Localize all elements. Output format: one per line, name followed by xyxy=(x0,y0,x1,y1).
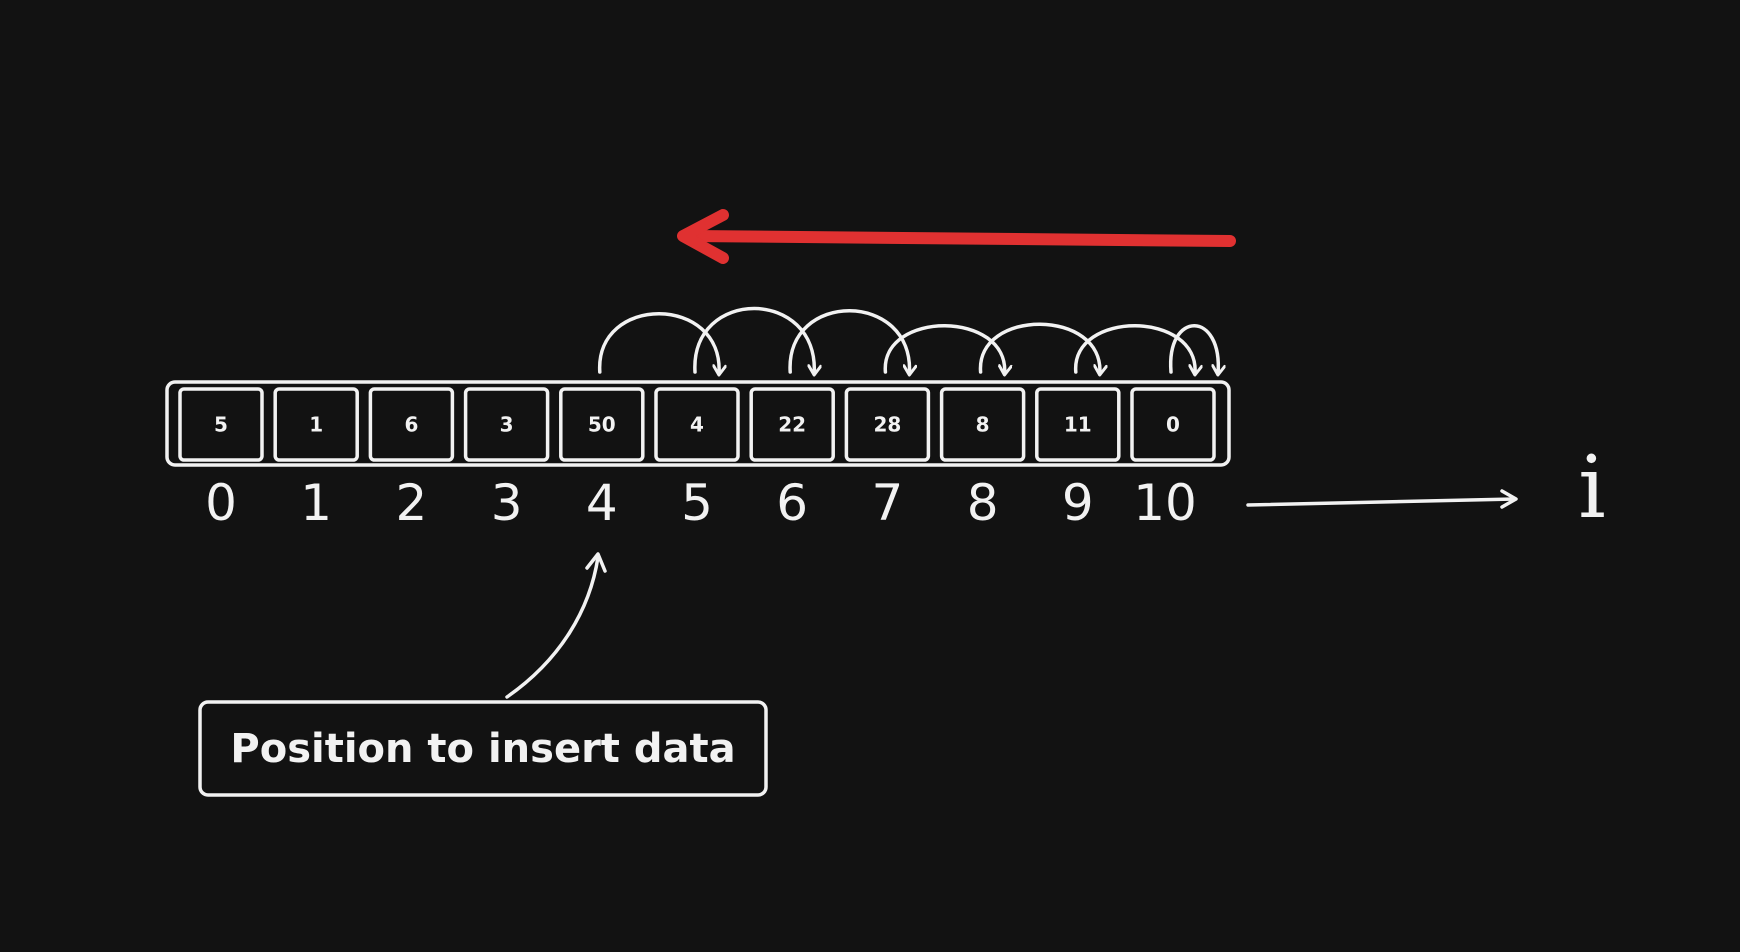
array-cell-box xyxy=(654,387,740,462)
array-index-label: 2 xyxy=(395,474,427,532)
array-cell-value: 8 xyxy=(976,413,990,437)
array-cell-box xyxy=(368,387,455,462)
array-indices: 0 1 2 3 4 5 6 7 8 9 10 xyxy=(205,474,1197,532)
array-cell-value: 1 xyxy=(309,413,323,437)
array-cell-box xyxy=(844,387,931,462)
array-cell-box xyxy=(178,387,264,462)
array-cell-box xyxy=(1130,387,1216,462)
array-cell-value: 11 xyxy=(1064,413,1092,437)
array-cell-value: 50 xyxy=(588,413,616,437)
array-cell-value: 22 xyxy=(778,413,806,437)
shift-arrow xyxy=(978,322,1099,374)
array-cell-value: 5 xyxy=(214,413,228,437)
callout-label: Position to insert data xyxy=(230,726,735,772)
array-index-label: 4 xyxy=(586,474,618,532)
shift-arrow xyxy=(598,312,719,374)
array-index-label: 6 xyxy=(776,474,808,532)
shift-arrow xyxy=(883,324,1004,374)
shift-arrow xyxy=(1074,324,1195,374)
array-cell-value: 4 xyxy=(690,413,704,437)
array-cell-box xyxy=(749,387,835,462)
shift-arrow xyxy=(693,306,814,374)
array-cell-value: 6 xyxy=(404,413,418,437)
array-index-label: 8 xyxy=(967,474,999,532)
array-cell-box xyxy=(273,387,359,462)
array-cell-value: 0 xyxy=(1166,413,1180,437)
array-index-label: 0 xyxy=(205,474,237,532)
array-cell-box xyxy=(939,387,1026,462)
array-index-label: 5 xyxy=(681,474,713,532)
array-index-label: 3 xyxy=(491,474,523,532)
array-cell-value: 3 xyxy=(500,413,514,437)
array-cell-box xyxy=(463,387,550,462)
array-cell-box xyxy=(1035,387,1121,462)
callout-arrow xyxy=(505,552,607,699)
array-index-label: 1 xyxy=(300,474,332,532)
iterator-label: i xyxy=(1578,438,1606,538)
array-index-label: 9 xyxy=(1062,474,1094,532)
array-index-label: 7 xyxy=(871,474,903,532)
callout-box: Position to insert data xyxy=(198,700,768,797)
array-index-label: 10 xyxy=(1133,474,1197,532)
iterator-arrow xyxy=(1246,489,1518,509)
array-container xyxy=(165,380,1231,467)
array-cell-box xyxy=(559,387,645,462)
shift-arrow xyxy=(788,309,909,374)
array-cells: 5 1 6 3 50 4 22 28 8 11 0 xyxy=(178,387,1216,462)
array-cell-value: 28 xyxy=(873,413,901,437)
shift-arrows xyxy=(598,306,1219,374)
shift-arrow xyxy=(1169,324,1219,374)
direction-arrow xyxy=(677,209,1236,264)
